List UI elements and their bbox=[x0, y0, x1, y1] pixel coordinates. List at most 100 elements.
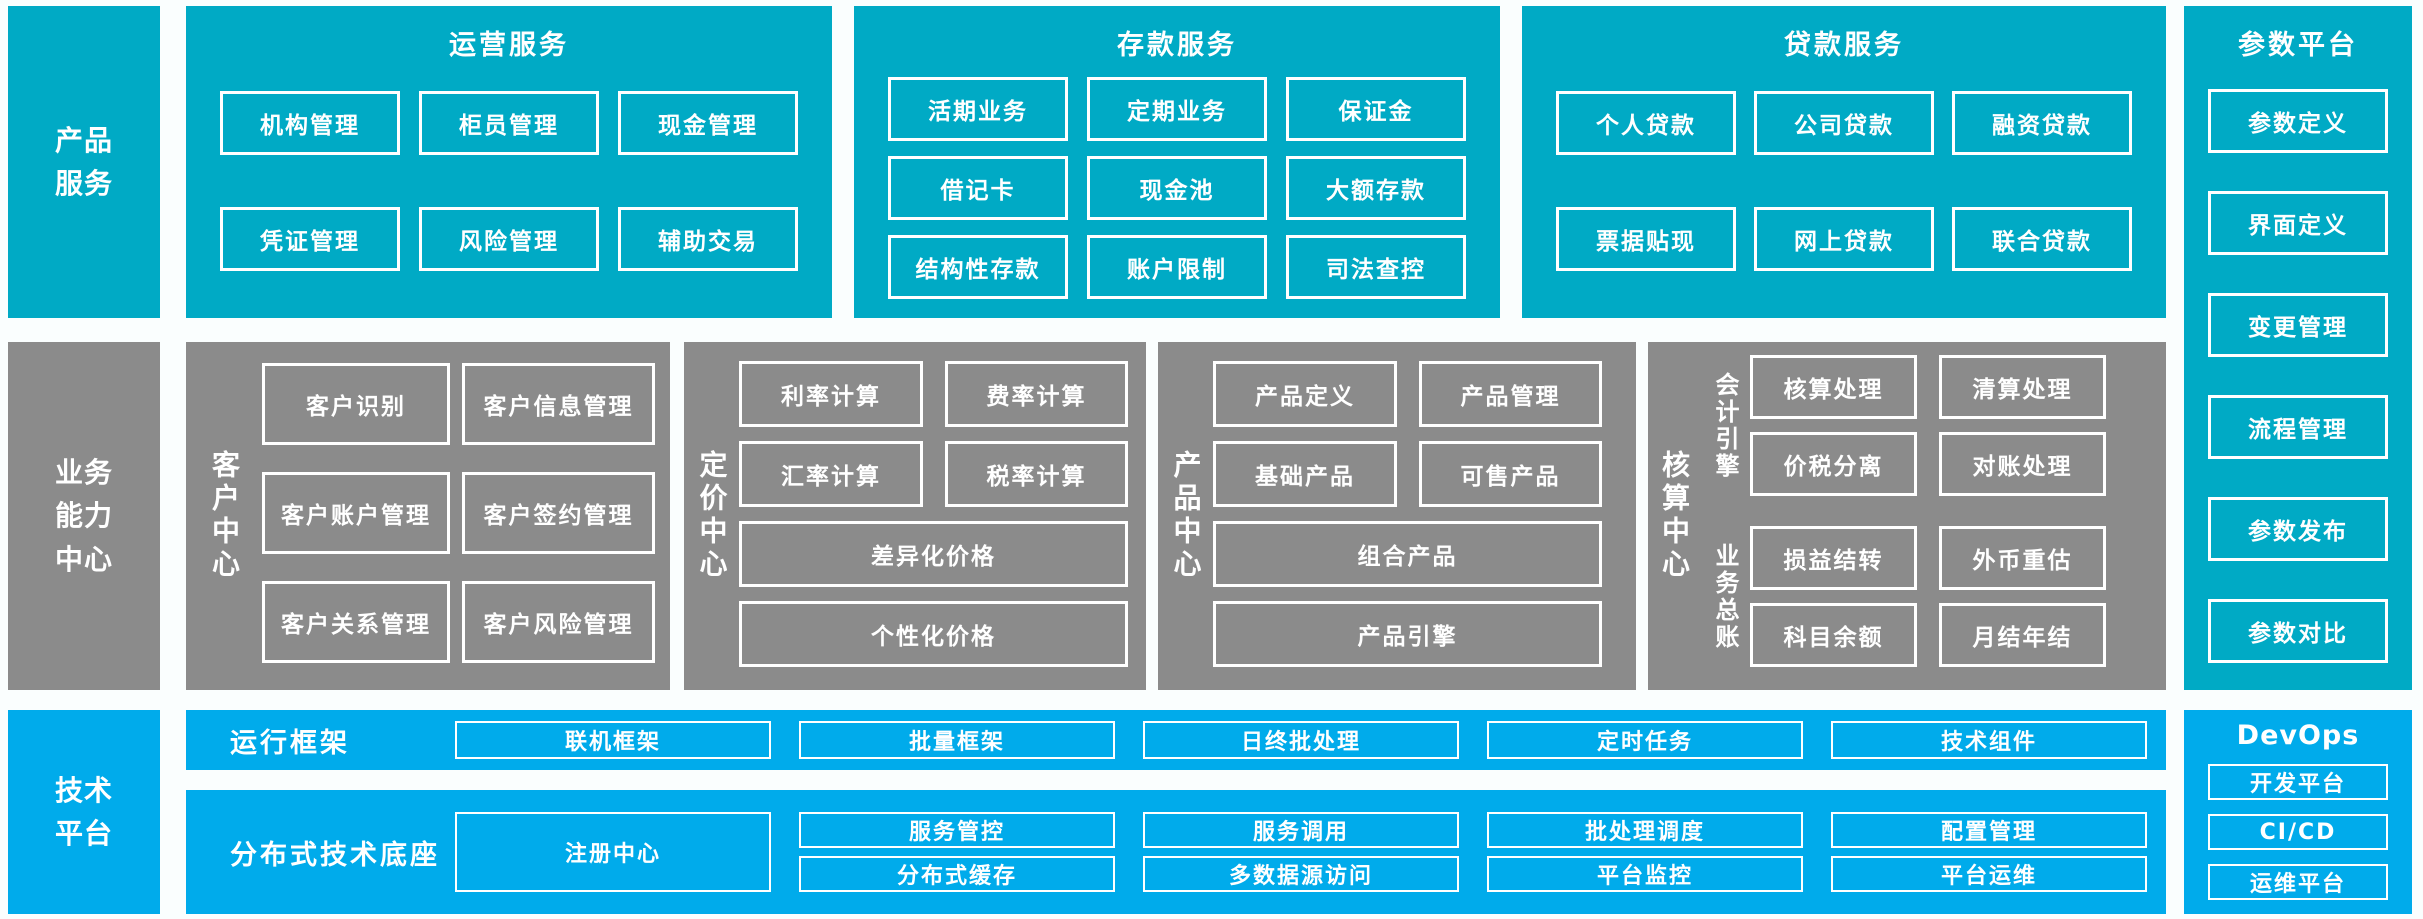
module-box: 外币重估 bbox=[1939, 526, 2106, 590]
module-box: 服务管控 bbox=[799, 812, 1115, 848]
module-box: 联机框架 bbox=[455, 721, 771, 759]
module-box: 产品引擎 bbox=[1213, 601, 1602, 667]
module-box: 运维平台 bbox=[2208, 864, 2388, 900]
module-box: 凭证管理 bbox=[220, 207, 400, 271]
accounting-center-label: 核算中心 bbox=[1648, 342, 1700, 690]
panel-title: 贷款服务 bbox=[1784, 30, 1904, 61]
module-box: 参数定义 bbox=[2208, 89, 2388, 153]
runtime-framework-label: 运行框架 bbox=[230, 727, 350, 759]
module-box: 月结年结 bbox=[1939, 603, 2106, 667]
module-box: 价税分离 bbox=[1750, 432, 1917, 496]
rail-product-services-label: 产品服务 bbox=[54, 123, 113, 200]
module-box: 科目余额 bbox=[1750, 603, 1917, 667]
panel-distributed-base: 分布式技术底座 注册中心 服务管控 分布式缓存 服务调用 多数据源访问 批处理调… bbox=[186, 790, 2166, 914]
module-box: 辅助交易 bbox=[618, 207, 798, 271]
customer-center-label: 客户中心 bbox=[186, 342, 262, 690]
panel-loan-services: 贷款服务 个人贷款 公司贷款 融资贷款 票据贴现 网上贷款 联合贷款 bbox=[1522, 6, 2166, 318]
module-box: 汇率计算 bbox=[739, 441, 923, 507]
accounting-group-engine: 会计引擎 核算处理 清算处理 价税分离 对账处理 bbox=[1700, 355, 2106, 496]
rail-technology-platform: 技术平台 bbox=[8, 710, 160, 914]
module-box: 服务调用 bbox=[1143, 812, 1459, 848]
module-box: 定时任务 bbox=[1487, 721, 1803, 759]
module-box: 批处理调度 bbox=[1487, 812, 1803, 848]
module-box: 配置管理 bbox=[1831, 812, 2147, 848]
runtime-boxes: 联机框架 批量框架 日终批处理 定时任务 技术组件 bbox=[455, 721, 2147, 759]
module-box: 网上贷款 bbox=[1754, 207, 1934, 271]
vertical-label-text: 核算中心 bbox=[1658, 450, 1691, 582]
module-box: 机构管理 bbox=[220, 91, 400, 155]
module-box: 流程管理 bbox=[2208, 395, 2388, 459]
module-box: 差异化价格 bbox=[739, 521, 1128, 587]
product-grid: 产品定义 产品管理 基础产品 可售产品 组合产品 产品引擎 bbox=[1213, 361, 1602, 690]
module-box: 对账处理 bbox=[1939, 432, 2106, 496]
accounting-group-ledger: 业务总账 损益结转 外币重估 科目余额 月结年结 bbox=[1700, 526, 2106, 667]
distributed-column: 服务调用 多数据源访问 bbox=[1143, 812, 1459, 892]
deposit-grid: 活期业务 定期业务 保证金 借记卡 现金池 大额存款 结构性存款 账户限制 司法… bbox=[854, 77, 1500, 299]
module-box: 柜员管理 bbox=[419, 91, 599, 155]
module-box: CI/CD bbox=[2208, 814, 2388, 850]
module-box: 现金池 bbox=[1087, 156, 1267, 220]
module-box: 多数据源访问 bbox=[1143, 856, 1459, 892]
rail-business-capability: 业务能力中心 bbox=[8, 342, 160, 690]
module-box: 组合产品 bbox=[1213, 521, 1602, 587]
module-box: 风险管理 bbox=[419, 207, 599, 271]
module-box: 客户签约管理 bbox=[462, 472, 655, 554]
pricing-grid: 利率计算 费率计算 汇率计算 税率计算 差异化价格 个性化价格 bbox=[739, 361, 1128, 690]
module-box: 核算处理 bbox=[1750, 355, 1917, 419]
panel-title: 运营服务 bbox=[449, 30, 569, 61]
module-box: 费率计算 bbox=[945, 361, 1128, 427]
module-box: 产品管理 bbox=[1419, 361, 1602, 427]
panel-parameter-platform: 参数平台 参数定义 界面定义 变更管理 流程管理 参数发布 参数对比 bbox=[2184, 6, 2412, 690]
panel-customer-center: 客户中心 客户识别 客户信息管理 客户账户管理 客户签约管理 客户关系管理 客户… bbox=[186, 342, 670, 690]
module-box: 变更管理 bbox=[2208, 293, 2388, 357]
distributed-boxes: 注册中心 服务管控 分布式缓存 服务调用 多数据源访问 批处理调度 平台监控 配… bbox=[455, 812, 2147, 892]
panel-devops: DevOps 开发平台 CI/CD 运维平台 bbox=[2184, 710, 2412, 914]
rail-business-capability-label: 业务能力中心 bbox=[54, 455, 113, 576]
module-box: 界面定义 bbox=[2208, 191, 2388, 255]
module-box: 客户信息管理 bbox=[462, 363, 655, 445]
accounting-engine-label: 会计引擎 bbox=[1700, 355, 1750, 496]
panel-accounting-center: 核算中心 会计引擎 核算处理 清算处理 价税分离 对账处理 业务总账 损益结转 … bbox=[1648, 342, 2166, 690]
panel-operations-services: 运营服务 机构管理 柜员管理 现金管理 凭证管理 风险管理 辅助交易 bbox=[186, 6, 832, 318]
module-box: 定期业务 bbox=[1087, 77, 1267, 141]
module-box: 客户账户管理 bbox=[262, 472, 450, 554]
module-box: 票据贴现 bbox=[1556, 207, 1736, 271]
parameter-stack: 参数定义 界面定义 变更管理 流程管理 参数发布 参数对比 bbox=[2184, 89, 2412, 663]
module-box: 技术组件 bbox=[1831, 721, 2147, 759]
module-box: 分布式缓存 bbox=[799, 856, 1115, 892]
module-box: 税率计算 bbox=[945, 441, 1128, 507]
pricing-center-label: 定价中心 bbox=[684, 342, 739, 690]
module-box: 参数对比 bbox=[2208, 599, 2388, 663]
module-box: 日终批处理 bbox=[1143, 721, 1459, 759]
module-box: 活期业务 bbox=[888, 77, 1068, 141]
module-box: 开发平台 bbox=[2208, 764, 2388, 800]
module-box: 客户风险管理 bbox=[462, 581, 655, 663]
vertical-label-text: 产品中心 bbox=[1169, 450, 1203, 582]
module-box: 平台监控 bbox=[1487, 856, 1803, 892]
module-box: 保证金 bbox=[1286, 77, 1466, 141]
distributed-column: 服务管控 分布式缓存 bbox=[799, 812, 1115, 892]
panel-title: DevOps bbox=[2236, 720, 2360, 751]
loan-grid: 个人贷款 公司贷款 融资贷款 票据贴现 网上贷款 联合贷款 bbox=[1522, 91, 2166, 271]
distributed-column: 批处理调度 平台监控 bbox=[1487, 812, 1803, 892]
vertical-label-text: 业务总账 bbox=[1711, 542, 1739, 651]
module-box: 司法查控 bbox=[1286, 235, 1466, 299]
module-box: 公司贷款 bbox=[1754, 91, 1934, 155]
module-box: 利率计算 bbox=[739, 361, 923, 427]
vertical-label-text: 客户中心 bbox=[208, 450, 241, 582]
module-box: 结构性存款 bbox=[888, 235, 1068, 299]
panel-pricing-center: 定价中心 利率计算 费率计算 汇率计算 税率计算 差异化价格 个性化价格 bbox=[684, 342, 1146, 690]
module-box: 融资贷款 bbox=[1952, 91, 2132, 155]
module-box: 产品定义 bbox=[1213, 361, 1397, 427]
module-box: 清算处理 bbox=[1939, 355, 2106, 419]
panel-title: 参数平台 bbox=[2238, 30, 2358, 61]
module-box: 参数发布 bbox=[2208, 497, 2388, 561]
module-box: 客户关系管理 bbox=[262, 581, 450, 663]
panel-product-center: 产品中心 产品定义 产品管理 基础产品 可售产品 组合产品 产品引擎 bbox=[1158, 342, 1636, 690]
rail-technology-platform-label: 技术平台 bbox=[54, 773, 113, 850]
module-box: 可售产品 bbox=[1419, 441, 1602, 507]
module-box: 现金管理 bbox=[618, 91, 798, 155]
customer-grid: 客户识别 客户信息管理 客户账户管理 客户签约管理 客户关系管理 客户风险管理 bbox=[262, 363, 655, 690]
module-box: 平台运维 bbox=[1831, 856, 2147, 892]
